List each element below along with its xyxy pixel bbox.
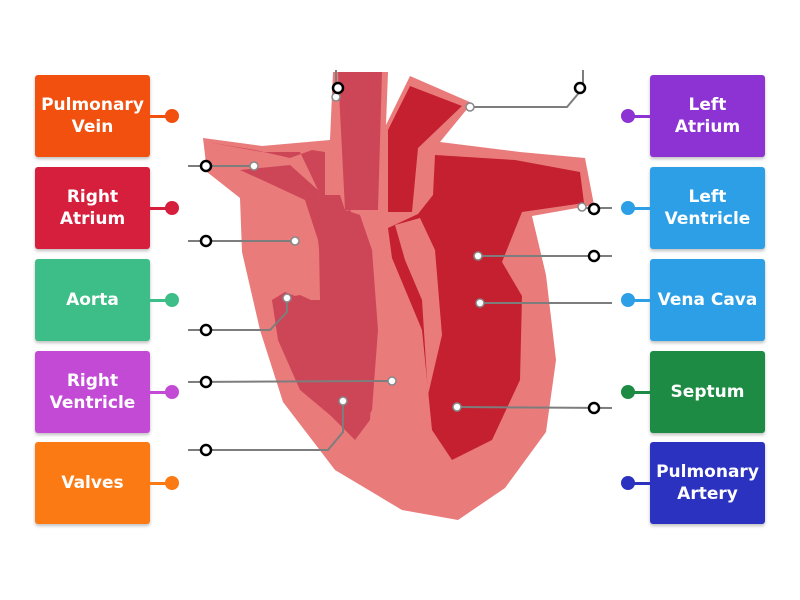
label-connector [150,391,166,394]
drop-target[interactable] [199,234,213,248]
pointer-line [456,406,613,409]
septum-wall [395,218,442,395]
draggable-label-pulmonary-artery[interactable]: Pulmonary Artery [650,442,765,524]
drop-target[interactable] [199,159,213,173]
draggable-label-vena-cava[interactable]: Vena Cava [650,259,765,341]
pointer-line [470,70,584,108]
label-connector-dot[interactable] [165,293,179,307]
draggable-label-septum[interactable]: Septum [650,351,765,433]
pointer-anchor-dot [473,251,483,261]
drop-target[interactable] [587,401,601,415]
pointer-anchor-dot [290,236,300,246]
label-connector-dot[interactable] [621,385,635,399]
label-connector-dot[interactable] [165,201,179,215]
label-text: Left Atrium [674,95,741,137]
pointer-anchor-dot [465,102,475,112]
label-connector [634,207,650,210]
pointer-anchor-dot [452,402,462,412]
pointer-anchor-dot [577,202,587,212]
drop-target[interactable] [587,202,601,216]
label-connector [634,391,650,394]
label-text: Left Ventricle [664,187,751,229]
draggable-label-left-ventricle[interactable]: Left Ventricle [650,167,765,249]
pointer-line [188,298,288,331]
draggable-label-right-atrium[interactable]: Right Atrium [35,167,150,249]
left-heart-chambers [388,155,584,460]
label-connector-dot[interactable] [165,385,179,399]
drop-target[interactable] [199,323,213,337]
label-connector-dot[interactable] [165,109,179,123]
draggable-label-valves[interactable]: Valves [35,442,150,524]
label-text: Pulmonary Artery [656,462,759,504]
pointer-anchor-dot [338,396,348,406]
pointer-anchor-dot [249,161,259,171]
label-connector [150,482,166,485]
pulmonary-artery-vessel [388,86,462,212]
label-text: Valves [61,473,124,493]
draggable-label-left-atrium[interactable]: Left Atrium [650,75,765,157]
pointer-anchor-dot [475,298,485,308]
label-connector [634,482,650,485]
pointer-anchor-dot [387,376,397,386]
drop-target[interactable] [573,81,587,95]
label-text: Aorta [66,290,119,310]
label-text: Pulmonary Vein [41,95,144,137]
aorta-vessel [338,72,382,210]
label-connector-dot[interactable] [621,109,635,123]
drop-target[interactable] [331,81,345,95]
draggable-label-aorta[interactable]: Aorta [35,259,150,341]
label-text: Right Atrium [59,187,126,229]
label-connector-dot[interactable] [621,201,635,215]
label-connector-dot[interactable] [165,476,179,490]
pointer-line [187,380,393,383]
label-connector [150,299,166,302]
label-connector [634,299,650,302]
draggable-label-right-ventricle[interactable]: Right Ventricle [35,351,150,433]
label-connector [634,115,650,118]
pointer-anchor-dot [282,293,292,303]
label-connector-dot[interactable] [621,476,635,490]
pointer-line [188,401,344,451]
drop-target[interactable] [587,249,601,263]
pointer-anchor-dot [331,92,341,102]
drop-target[interactable] [199,375,213,389]
label-text: Vena Cava [657,290,758,310]
right-ventricle-region [240,165,378,432]
label-text: Right Ventricle [49,371,136,413]
drop-target[interactable] [199,443,213,457]
label-connector-dot[interactable] [621,293,635,307]
label-text: Septum [670,382,745,402]
label-connector [150,115,166,118]
label-connector [150,207,166,210]
draggable-label-pulmonary-vein[interactable]: Pulmonary Vein [35,75,150,157]
